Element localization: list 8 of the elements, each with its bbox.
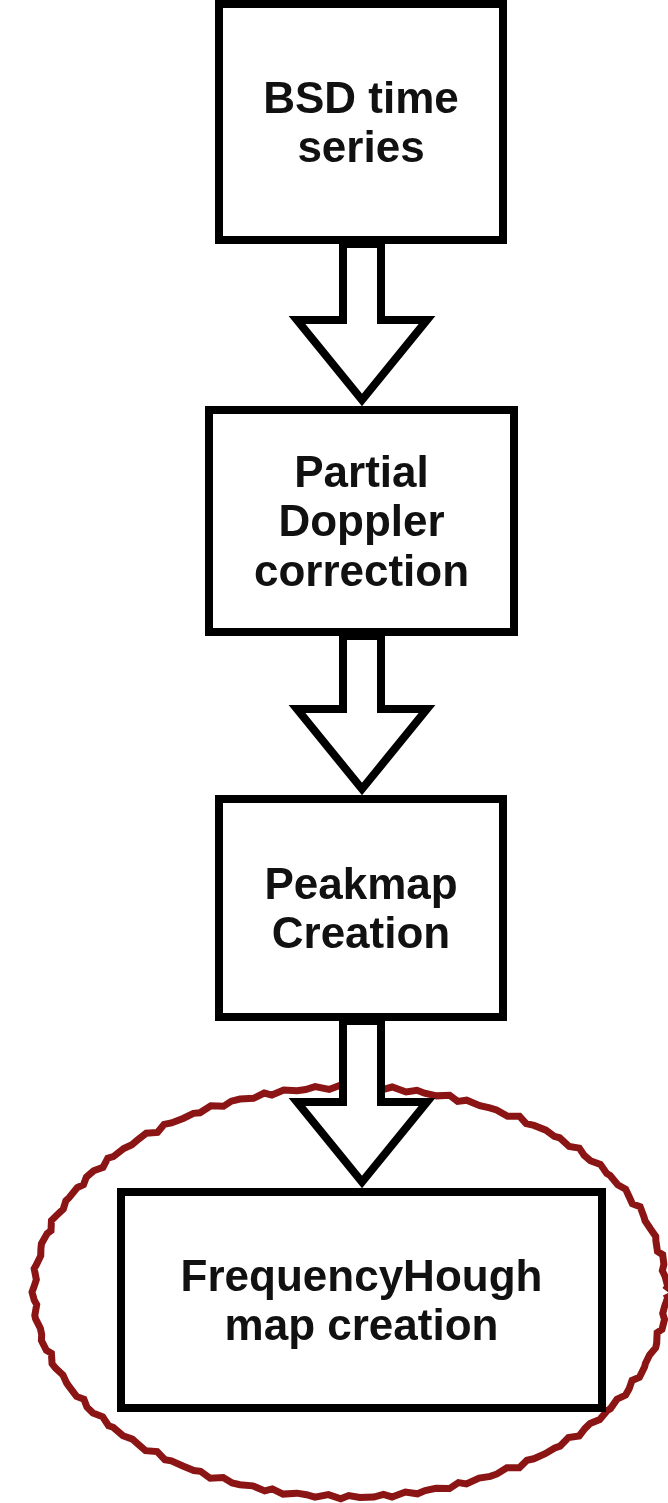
box-label: Partial Doppler correction (252, 447, 471, 595)
process-box (215, 0, 507, 244)
box-label: FrequencyHough map creation (179, 1250, 544, 1350)
box-label: Peakmap Creation (263, 858, 459, 958)
process-box (215, 795, 507, 1021)
process-box (205, 406, 518, 636)
box-label: BSD time series (262, 72, 460, 172)
process-box (117, 1188, 606, 1412)
